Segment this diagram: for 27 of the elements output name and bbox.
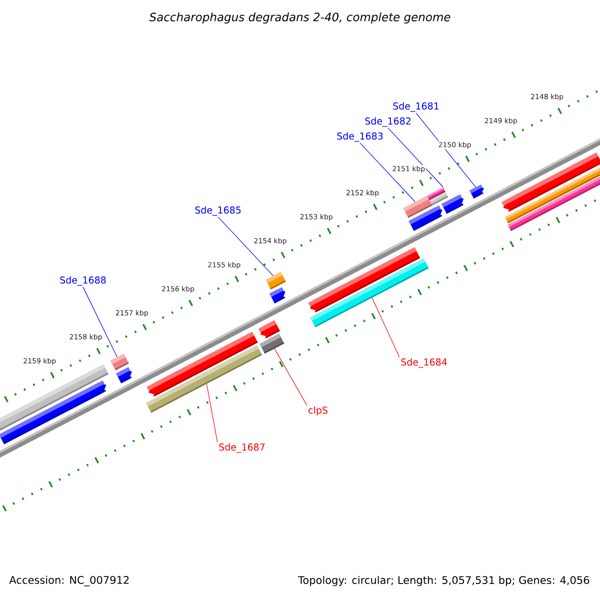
leader-line <box>82 286 118 358</box>
gene-label: Sde_1681 <box>393 102 439 112</box>
gene-label: Sde_1683 <box>337 132 383 142</box>
gene-label: Sde_1682 <box>365 117 410 127</box>
gene-label: Sde_1688 <box>60 276 106 286</box>
gene-block <box>403 196 432 218</box>
gene-label: Sde_1684 <box>401 358 447 368</box>
gene-block <box>260 334 284 354</box>
leader-line <box>206 384 218 442</box>
gene-block <box>470 184 484 198</box>
leader-line <box>388 128 444 188</box>
gene-block <box>146 345 262 413</box>
gene-label: Sde_1687 <box>219 443 265 453</box>
gene-label: clpS <box>308 406 328 416</box>
gene-block <box>310 258 429 328</box>
leader-line <box>360 142 416 202</box>
gene-block <box>427 187 446 200</box>
footer-text: Topology: circular; Length: 5,057,531 bp; Genes: 4,056 <box>298 576 590 586</box>
gene-label: Sde_1685 <box>195 206 241 216</box>
leader-line <box>274 348 308 406</box>
title: Saccharophagus degradans 2-40, complete genome <box>149 12 450 24</box>
leader-line <box>416 112 476 188</box>
gene-block <box>266 272 286 290</box>
footer-text: Accession: NC_007912 <box>9 576 129 586</box>
leader-line <box>218 216 274 276</box>
gene-block <box>110 354 129 370</box>
leader-line <box>372 298 400 358</box>
